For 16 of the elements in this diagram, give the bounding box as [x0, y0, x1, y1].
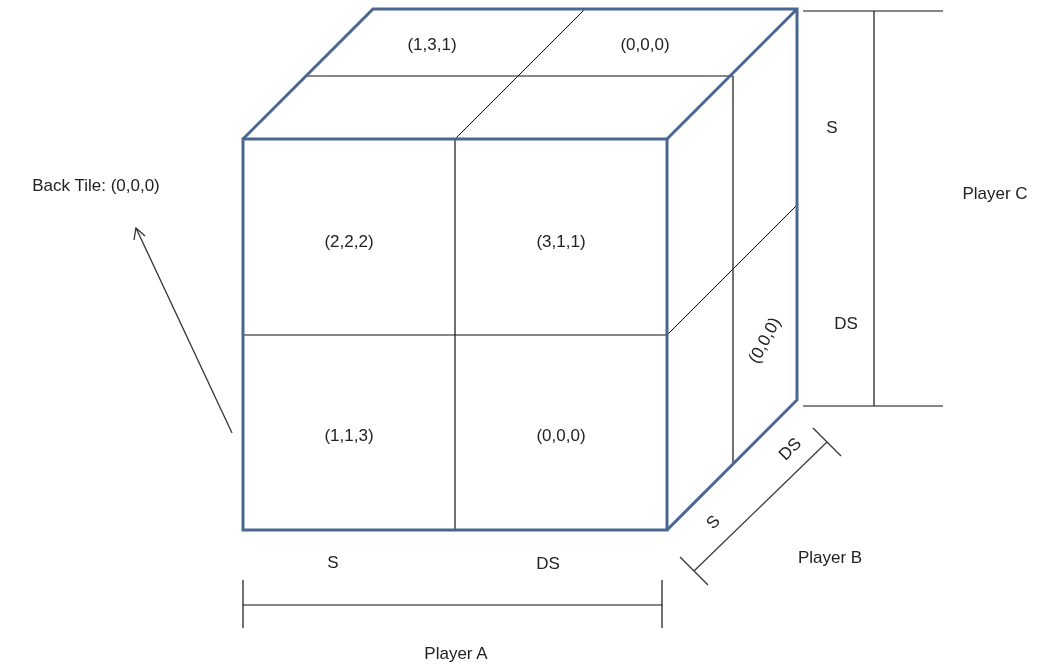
payoff-label: (0,0,0): [620, 35, 670, 53]
axis-label: DS: [536, 554, 560, 572]
axis-label: S: [826, 118, 838, 136]
axis-label: DS: [834, 314, 858, 332]
payoff-label: (2,2,2): [324, 232, 374, 250]
axis-label: Player A: [424, 644, 488, 662]
axis-label: Back Tile: (0,0,0): [32, 176, 160, 194]
payoff-label: (1,3,1): [407, 35, 457, 53]
axis-label: Player C: [962, 184, 1028, 202]
axis-label: S: [327, 553, 339, 571]
axis-label: S: [703, 512, 723, 532]
payoff-label: (0,0,0): [536, 426, 586, 444]
payoff-label: (3,1,1): [536, 232, 586, 250]
axis-label: Player B: [797, 548, 863, 566]
payoff-label: (1,1,3): [324, 426, 374, 444]
axis-label: DS: [775, 434, 805, 464]
